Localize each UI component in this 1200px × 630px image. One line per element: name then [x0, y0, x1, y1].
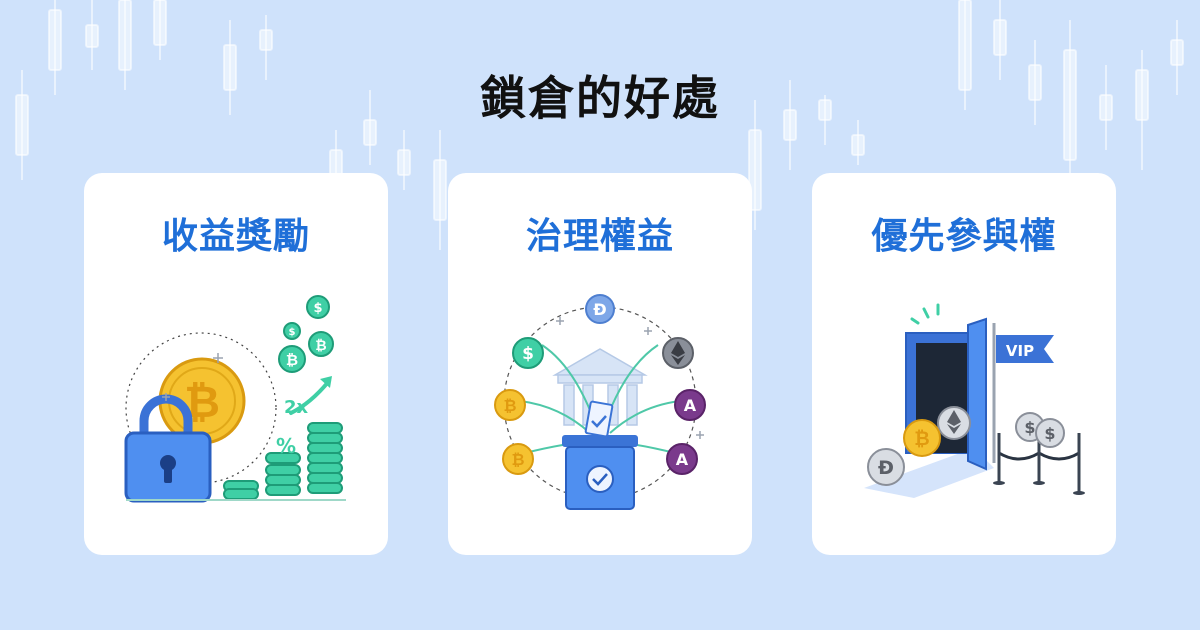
card-title: 收益獎勵: [161, 216, 310, 257]
svg-text:Đ: Đ: [593, 300, 606, 319]
svg-text:$: $: [1044, 424, 1055, 443]
svg-text:A: A: [676, 450, 689, 469]
dogecoin-coin-icon: Đ: [585, 294, 615, 324]
svg-text:₿: ₿: [315, 338, 326, 354]
card-priority-access: 優先參與權 VIP $ $ ₿ Đ: [812, 173, 1116, 555]
ballot-box-icon: [562, 400, 638, 510]
svg-text:₿: ₿: [286, 351, 298, 369]
small-bitcoin-coin-icon: ₿: [308, 331, 334, 357]
carpet-shape: [864, 448, 994, 498]
svg-text:$: $: [289, 327, 296, 338]
vip-door-illustration: VIP $ $ ₿ Đ: [864, 303, 1085, 498]
svg-text:₿: ₿: [914, 428, 929, 450]
aave-coin-icon: A: [666, 443, 698, 475]
multiplier-label: 2x: [284, 397, 309, 418]
svg-text:$: $: [313, 301, 322, 316]
bitcoin-coin-icon: ₿: [903, 419, 941, 457]
sparkle-icon: [162, 353, 223, 401]
dogecoin-coin-icon: Đ: [867, 448, 905, 486]
small-bitcoin-coin-icon: ₿: [278, 345, 306, 373]
locked-bitcoin-yield-illustration: ₿ 2x % ₿ ₿ $ $: [124, 295, 346, 503]
dashed-ring: [125, 332, 277, 484]
vip-flag-icon: [996, 335, 1054, 363]
small-dollar-coin-icon: $: [306, 295, 330, 319]
ethereum-coin-icon: [937, 406, 971, 440]
dollar-coin-icon: $: [1035, 418, 1065, 448]
sparkle-icon: [910, 303, 940, 325]
dollar-coin-icon: $: [512, 337, 544, 369]
svg-text:A: A: [684, 396, 697, 415]
aave-coin-icon: A: [674, 389, 706, 421]
ethereum-coin-icon: [662, 337, 694, 369]
svg-text:Đ: Đ: [878, 457, 894, 479]
card-governance-rights: 治理權益 Đ $ ₿ ₿ A A: [448, 173, 752, 555]
bitcoin-coin-icon: ₿: [502, 443, 534, 475]
svg-text:$: $: [1024, 418, 1035, 437]
card-title: 優先參與權: [871, 216, 1057, 257]
svg-text:$: $: [522, 344, 534, 364]
svg-text:₿: ₿: [503, 396, 516, 415]
rope-barrier-icon: [993, 433, 1085, 495]
coin-stacks-icon: [223, 422, 343, 500]
page-title: 鎖倉的好處: [480, 71, 720, 125]
bitcoin-coin-icon: ₿: [494, 389, 526, 421]
sparkle-icon: [556, 317, 704, 439]
vip-badge: VIP: [1006, 342, 1034, 360]
percent-label: %: [276, 434, 296, 458]
card-yield-rewards: 收益獎勵 ₿ 2x % ₿ ₿ $ $: [84, 173, 388, 555]
card-title: 治理權益: [525, 216, 674, 257]
governance-voting-illustration: Đ $ ₿ ₿ A A: [494, 294, 706, 510]
arrow-head-icon: [320, 376, 332, 388]
growth-arrow-icon: [289, 379, 331, 415]
small-dollar-coin-icon: $: [283, 322, 301, 340]
svg-text:₿: ₿: [511, 450, 524, 469]
